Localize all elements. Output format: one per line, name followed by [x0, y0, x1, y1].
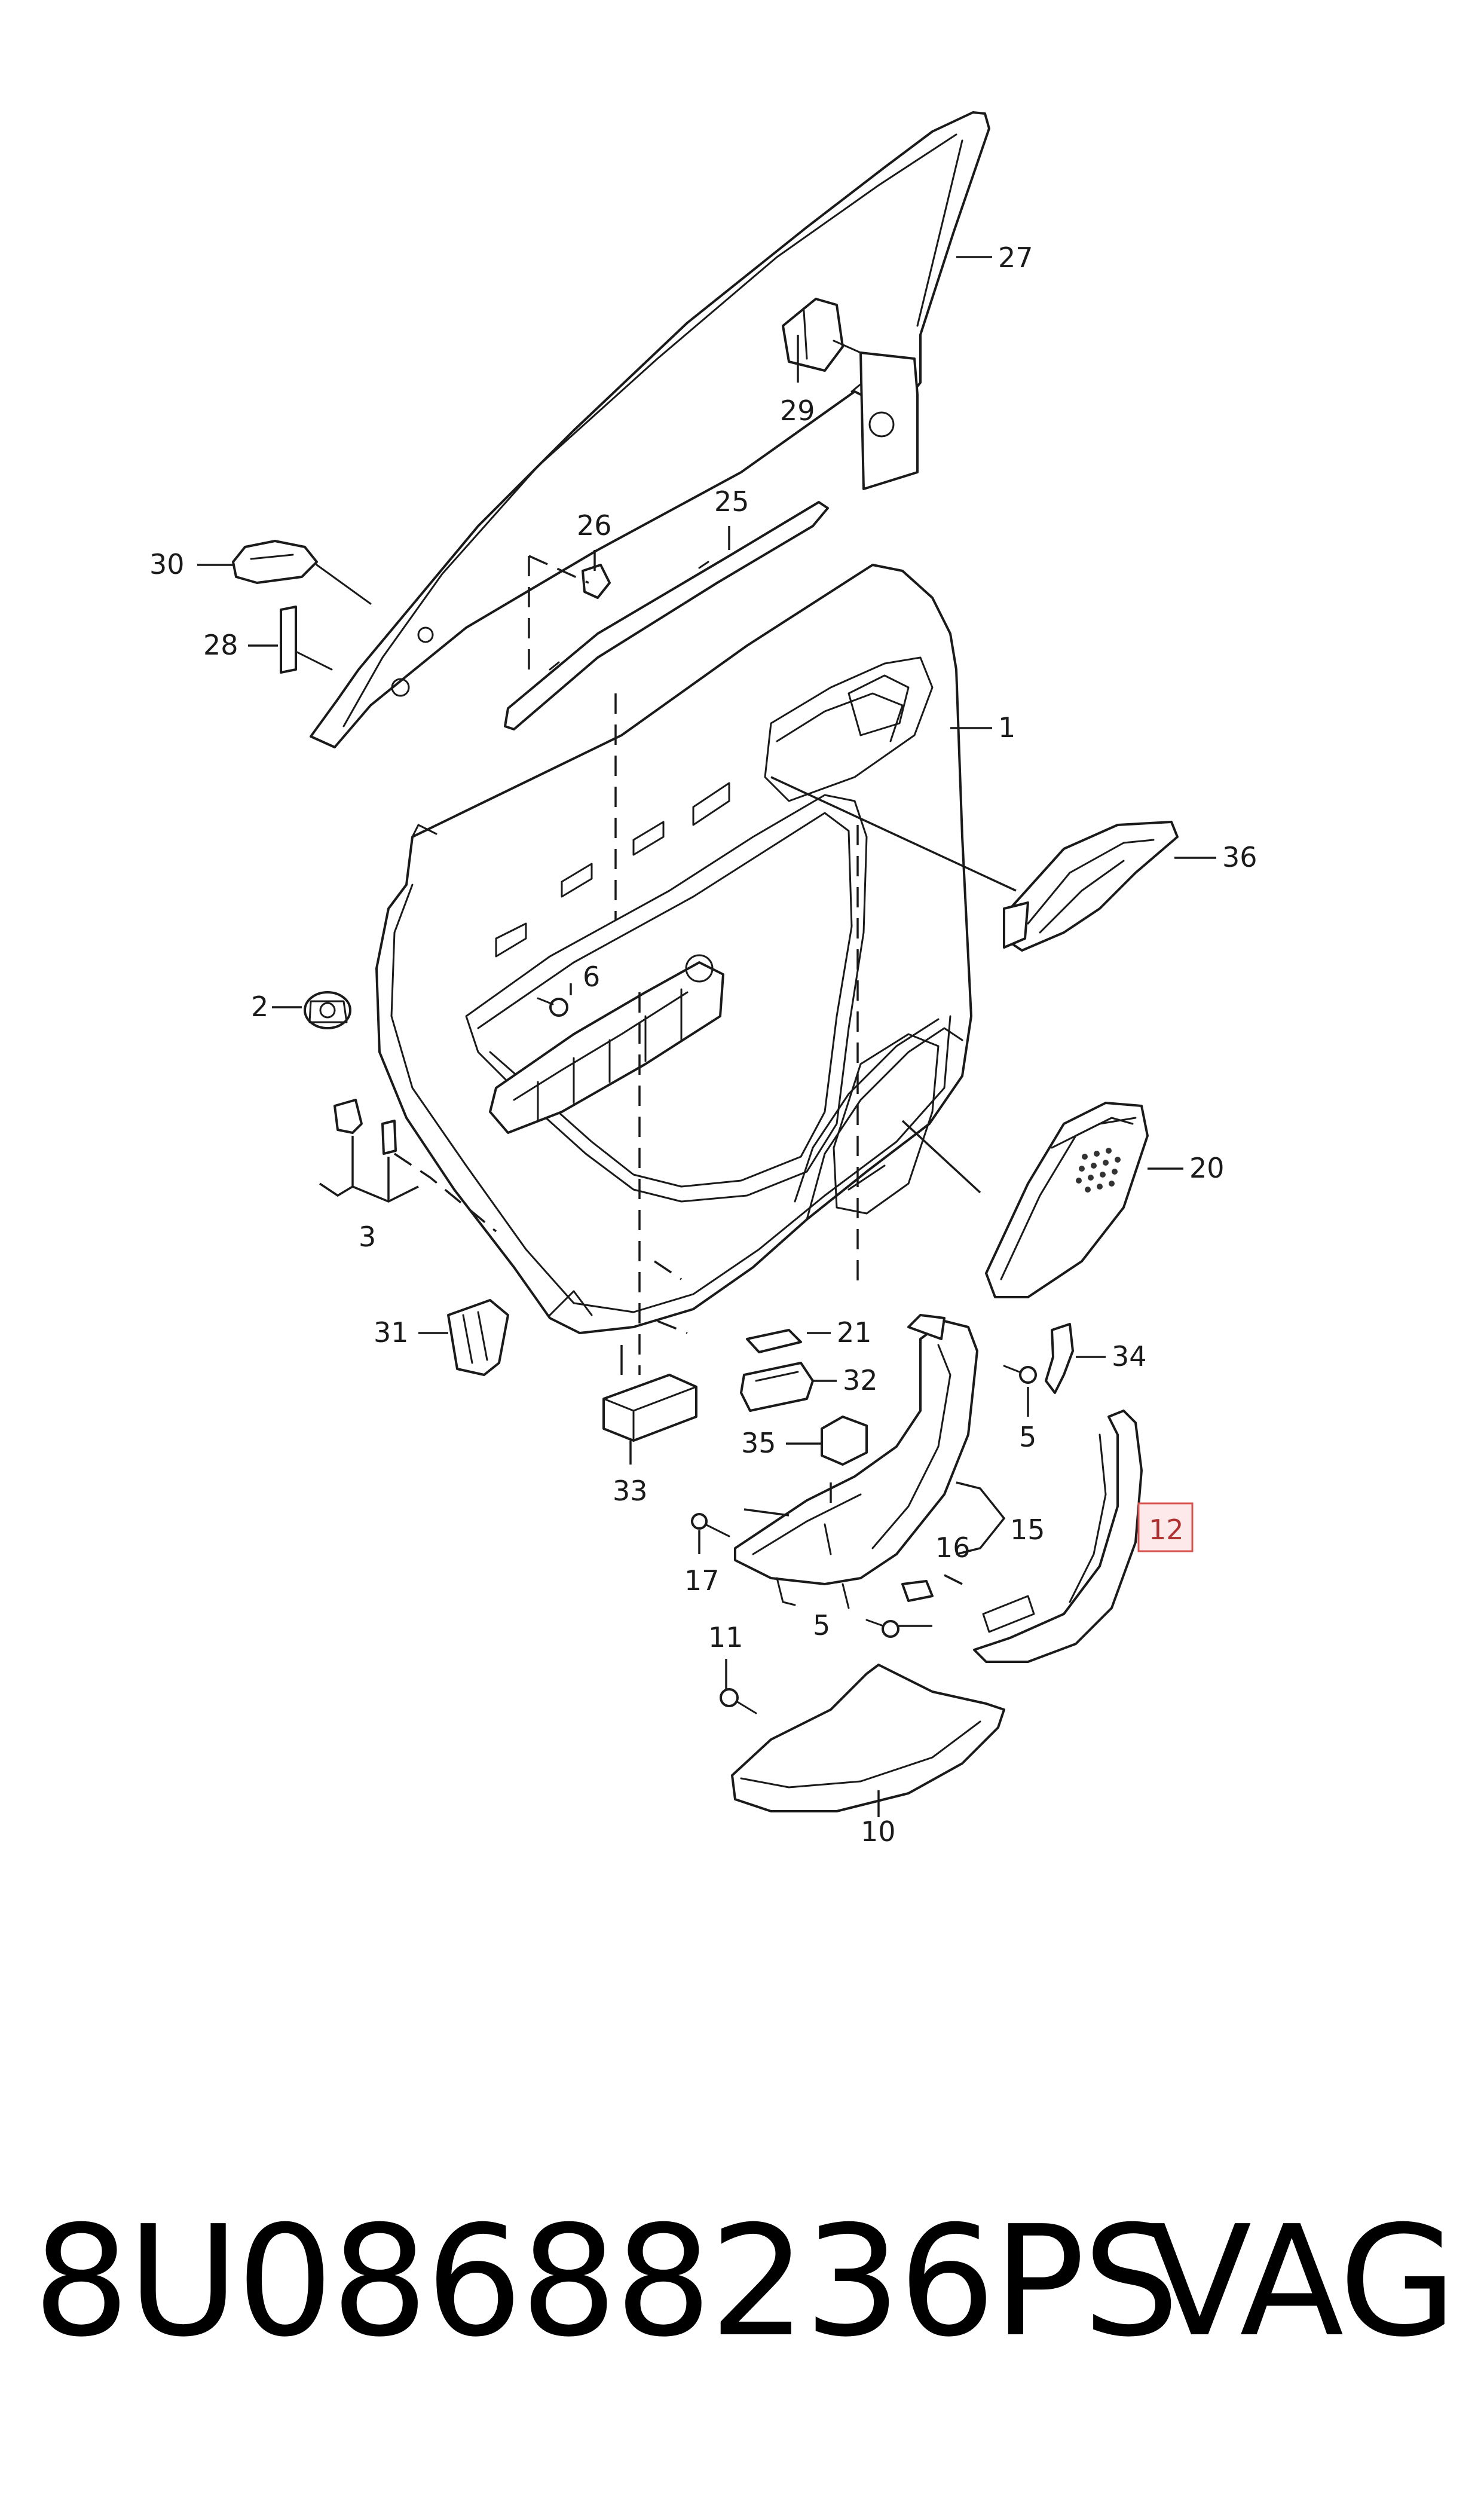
- callout-6: 6: [583, 961, 600, 993]
- assembly-line: [528, 555, 589, 584]
- callout-20: 20: [1189, 1152, 1225, 1184]
- armrest-trim-part-12: [973, 1410, 1143, 1663]
- switch-part-35: [821, 1416, 868, 1466]
- callout-11: 11: [708, 1621, 743, 1653]
- clip-part-31: [447, 1299, 509, 1376]
- callout-32: 32: [843, 1364, 878, 1396]
- assembly-line: [394, 1152, 497, 1233]
- upper-trim-strip: [504, 501, 829, 730]
- clip-part-28: [280, 606, 333, 674]
- callout-25: 25: [714, 485, 749, 518]
- callout-27: 27: [998, 241, 1033, 274]
- screw-part-5-lower: [865, 1619, 899, 1638]
- callout-29: 29: [780, 395, 815, 427]
- inner-door-handle: [1003, 821, 1179, 952]
- pad-part-21: [746, 1329, 802, 1353]
- callout-15: 15: [1010, 1514, 1045, 1546]
- clip-part-30: [232, 540, 372, 605]
- callout-35: 35: [741, 1427, 776, 1459]
- screw-part-17: [691, 1513, 730, 1537]
- clip-part-34: [1045, 1323, 1074, 1394]
- switch-part-32: [740, 1362, 814, 1412]
- callout-30: 30: [149, 548, 185, 580]
- callout-33: 33: [613, 1475, 648, 1507]
- callout-21: 21: [837, 1316, 872, 1349]
- screw-part-6: [537, 997, 568, 1017]
- switch-part-33: [602, 1374, 697, 1442]
- callout-36: 36: [1222, 841, 1257, 873]
- callout-labels: 1 27 29 30 28 26 25 36 2 6 3 20 31 21 32…: [149, 241, 1257, 1848]
- armrest-carrier: [734, 1314, 978, 1609]
- callout-17: 17: [684, 1564, 720, 1597]
- callout-16: 16: [935, 1531, 971, 1564]
- assembly-line: [657, 1320, 688, 1334]
- clip-part-2: [304, 991, 351, 1029]
- highlight-box: [1137, 1502, 1194, 1552]
- clip-part-26: [582, 564, 611, 599]
- leader-lines: [197, 256, 1216, 1817]
- callout-5-lower: 5: [813, 1609, 830, 1641]
- callout-26: 26: [577, 509, 612, 542]
- screw-part-5-upper: [1003, 1365, 1037, 1384]
- window-frame-trim: [310, 111, 990, 748]
- callout-28: 28: [203, 629, 238, 661]
- armrest-pad: [731, 1664, 1005, 1812]
- callout-3: 3: [359, 1221, 376, 1253]
- speaker-grille: [985, 1102, 1149, 1298]
- callout-10: 10: [861, 1815, 896, 1848]
- assembly-line: [654, 1260, 682, 1280]
- callout-12[interactable]: 12: [1149, 1514, 1184, 1546]
- clip-part-16: [901, 1580, 934, 1602]
- brand-name: VAG: [1148, 2193, 1457, 2371]
- callout-34: 34: [1112, 1340, 1147, 1372]
- callout-31: 31: [374, 1316, 409, 1349]
- callout-2: 2: [251, 990, 268, 1023]
- callout-1: 1: [998, 711, 1015, 744]
- door-trim-panel: [375, 564, 972, 1334]
- callout-5-upper: 5: [1019, 1421, 1036, 1453]
- screw-part-11: [720, 1688, 757, 1714]
- part-number: 8U08688236PS: [33, 2193, 1179, 2371]
- clip-part-3: [333, 1099, 397, 1155]
